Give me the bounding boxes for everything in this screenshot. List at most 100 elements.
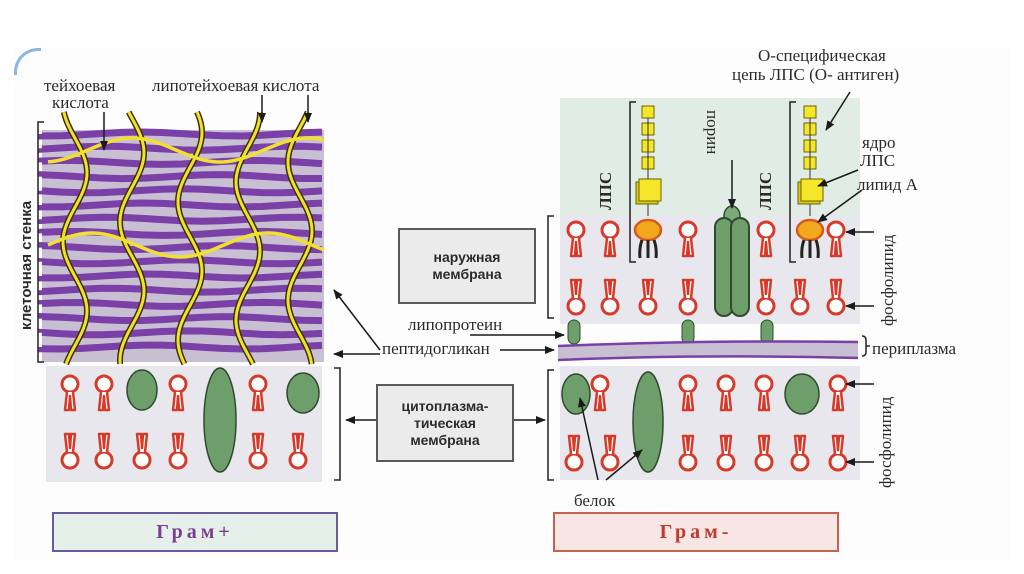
- teichoic-acid-strand: [176, 111, 204, 365]
- phospholipid-tail: [757, 391, 771, 412]
- label-lps-right: ЛПС: [756, 171, 775, 210]
- peptidoglycan-edge: [557, 355, 859, 362]
- gram-negative-title: Грам-: [553, 512, 839, 552]
- phospholipid-tail: [593, 391, 607, 412]
- label-phospholipid-outer: фосфолипид: [878, 234, 897, 326]
- label-lipoteichoic-acid: липотейхоевая кислота: [152, 76, 320, 95]
- phospholipid-tail: [681, 391, 695, 412]
- peptidoglycan-strand: [38, 256, 323, 268]
- label-protein: белок: [574, 491, 616, 510]
- phospholipid-tail: [793, 434, 807, 455]
- membrane-protein: [561, 373, 591, 415]
- phospholipid-head: [94, 450, 114, 470]
- cytoplasmic-membrane-line1: цитоплазма-: [401, 397, 489, 414]
- phospholipid-head: [678, 452, 698, 472]
- arrow-o-chain: [825, 91, 851, 131]
- phospholipid-tail: [171, 391, 185, 412]
- o-antigen-sugar: [803, 105, 817, 119]
- phospholipid-tail: [97, 432, 111, 453]
- phospholipid-head: [678, 220, 698, 240]
- phospholipid-head: [828, 374, 848, 394]
- bracket: [547, 215, 554, 319]
- phospholipid-tail: [831, 391, 845, 412]
- label-phospholipid-inner: фосфолипид: [876, 396, 895, 488]
- label-o-chain-line2: цепь ЛПС (О- антиген): [732, 65, 900, 84]
- phospholipid-tail: [831, 434, 845, 455]
- peptidoglycan-strand: [38, 298, 323, 310]
- bracket: [547, 369, 554, 481]
- cytoplasmic-membrane-line2: тическая: [414, 414, 476, 431]
- bracket: [334, 367, 341, 481]
- phospholipid-head: [826, 220, 846, 240]
- phospholipid-head: [132, 450, 152, 470]
- arrow-lps-core: [817, 169, 859, 187]
- phospholipid-head: [754, 374, 774, 394]
- peptidoglycan-strand: [38, 284, 323, 296]
- teichoic-acid-strand: [234, 111, 262, 365]
- label-teichoic-acid-line1: тейхоевая: [44, 76, 116, 95]
- phospholipid-head: [600, 296, 620, 316]
- o-antigen-sugar: [641, 105, 655, 119]
- phospholipid-tail: [641, 278, 655, 299]
- bracket: [37, 121, 44, 363]
- lipid-a-tail: [814, 239, 820, 259]
- peptidoglycan-strand: [38, 128, 323, 140]
- arrow-protein-2: [605, 449, 643, 481]
- lipid-a: [633, 218, 663, 242]
- phospholipid-head: [94, 374, 114, 394]
- phospholipid-head: [590, 374, 610, 394]
- phospholipid-tail: [719, 391, 733, 412]
- slide-corner-decoration: [14, 48, 41, 75]
- phospholipid-head: [566, 296, 586, 316]
- gram-positive-title: Грам+: [52, 512, 338, 552]
- phospholipid-tail: [135, 432, 149, 453]
- peptidoglycan-strand: [38, 242, 323, 254]
- outer-membrane-box: наружная мембрана: [398, 228, 536, 304]
- gram-positive-title-text: Грам+: [156, 520, 234, 543]
- phospholipid-head: [790, 452, 810, 472]
- label-o-chain-line1: О-специфическая: [758, 46, 886, 65]
- phospholipid-head: [288, 450, 308, 470]
- phospholipid-tail: [603, 237, 617, 258]
- arrow-protein-1: [578, 397, 599, 481]
- phospholipid-tail: [759, 278, 773, 299]
- phospholipid-tail: [569, 237, 583, 258]
- phospholipid-head: [826, 296, 846, 316]
- phospholipid-head: [248, 450, 268, 470]
- phospholipid-head: [716, 452, 736, 472]
- phospholipid-tail: [63, 432, 77, 453]
- label-teichoic-acid-line2: кислота: [52, 93, 109, 112]
- label-lps-core-line2: ЛПС: [860, 151, 896, 170]
- phospholipid-tail: [681, 278, 695, 299]
- gram-negative-lps-zone: [560, 98, 860, 220]
- gram-negative-outer-membrane: [560, 205, 860, 324]
- gram-negative-cytoplasmic-membrane: [560, 366, 860, 480]
- membrane-protein: [203, 367, 237, 473]
- phospholipid-head: [790, 296, 810, 316]
- phospholipid-head: [678, 296, 698, 316]
- phospholipid-head: [600, 452, 620, 472]
- phospholipid-tail: [171, 432, 185, 453]
- teichoic-acid-strands: [47, 110, 325, 366]
- phospholipid-head: [754, 452, 774, 472]
- phospholipid-tail: [569, 278, 583, 299]
- phospholipid-head: [168, 374, 188, 394]
- outer-membrane-line1: наружная: [433, 249, 501, 265]
- lipoprotein: [567, 319, 581, 345]
- bracket: [629, 101, 636, 263]
- membrane-protein: [632, 371, 664, 473]
- lipid-a-tail: [652, 239, 658, 259]
- phospholipid-tail: [829, 237, 843, 258]
- teichoic-acid-strand: [286, 111, 314, 365]
- phospholipid-tail: [681, 237, 695, 258]
- phospholipid-tail: [251, 432, 265, 453]
- phospholipid-head: [828, 452, 848, 472]
- phospholipid-tail: [63, 391, 77, 412]
- phospholipid-head: [716, 374, 736, 394]
- gram-negative-title-text: Грам-: [659, 520, 733, 543]
- label-lipoprotein: липопротеин: [408, 315, 503, 334]
- membrane-protein: [126, 369, 158, 411]
- phospholipid-tail: [291, 432, 305, 453]
- phospholipid-tail: [97, 391, 111, 412]
